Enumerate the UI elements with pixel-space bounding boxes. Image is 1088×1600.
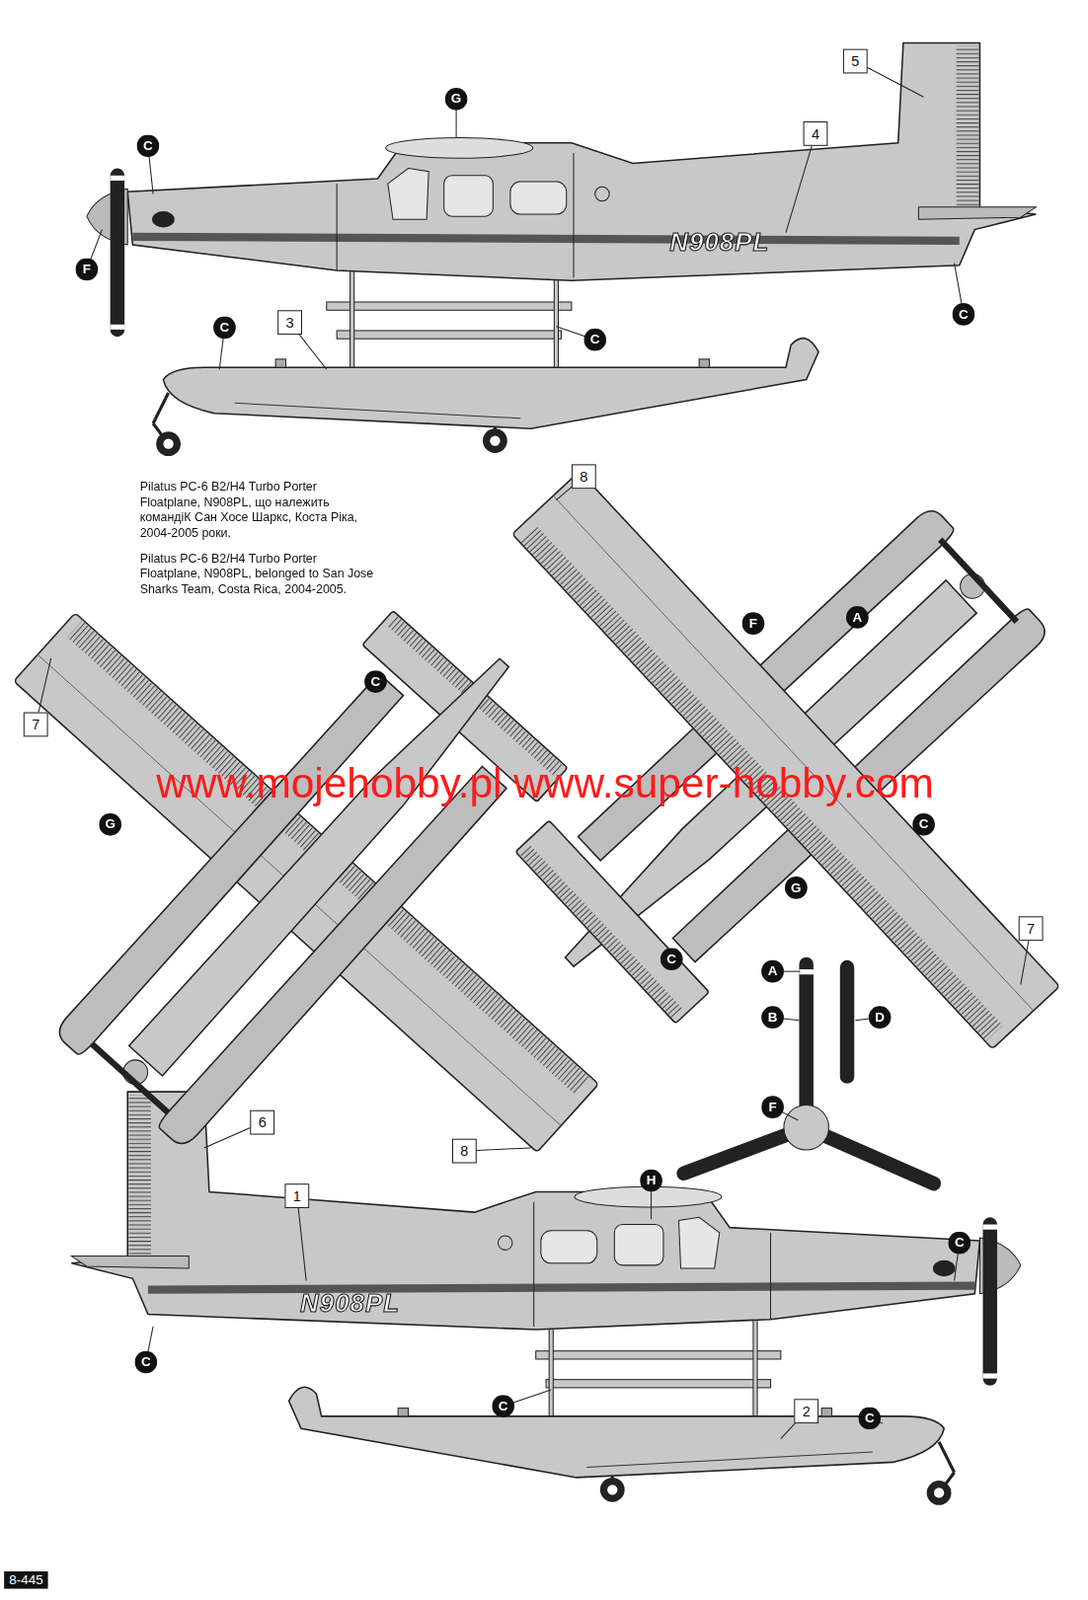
registration-text: N908PL bbox=[300, 1288, 400, 1319]
callout-number: 7 bbox=[23, 712, 49, 738]
part-letter: C bbox=[364, 670, 388, 694]
part-letter: A bbox=[846, 606, 869, 629]
caption-text: Pilatus PC-6 B2/H4 Turbo Porter Floatpla… bbox=[140, 550, 381, 598]
part-letter: C bbox=[213, 315, 236, 339]
callout-number: 5 bbox=[843, 49, 868, 75]
callout-number: 8 bbox=[452, 1139, 477, 1165]
callout-number: 8 bbox=[571, 464, 597, 489]
callout-number: 7 bbox=[1018, 916, 1044, 941]
callout-number: 3 bbox=[277, 310, 303, 335]
part-letter: C bbox=[134, 1351, 157, 1375]
registration-text: N908PL bbox=[669, 227, 770, 257]
part-letter: F bbox=[75, 258, 98, 282]
part-letter: C bbox=[952, 303, 976, 326]
watermark: www.mojehobby.pl www.super-hobby.com bbox=[155, 760, 934, 809]
caption-text: Pilatus PC-6 B2/H4 Turbo Porter Floatpla… bbox=[140, 479, 381, 542]
page-number: 8-445 bbox=[3, 1571, 49, 1590]
callout-number: 2 bbox=[793, 1398, 819, 1424]
part-letter: D bbox=[868, 1006, 892, 1029]
part-letter: C bbox=[947, 1232, 971, 1255]
part-letter: G bbox=[445, 87, 468, 111]
part-letter: H bbox=[639, 1169, 663, 1193]
part-letter: C bbox=[912, 813, 935, 837]
part-letter: A bbox=[761, 960, 784, 984]
part-letter: C bbox=[137, 134, 160, 157]
callout-number: 1 bbox=[284, 1183, 310, 1209]
part-letter: C bbox=[583, 328, 607, 352]
part-letter: C bbox=[491, 1395, 515, 1418]
part-letter: F bbox=[742, 612, 766, 635]
callout-number: 4 bbox=[803, 121, 829, 147]
part-letter: C bbox=[857, 1407, 881, 1431]
part-letter: F bbox=[761, 1095, 784, 1119]
part-letter: G bbox=[784, 876, 808, 900]
part-letter: B bbox=[761, 1006, 784, 1029]
part-letter: G bbox=[98, 813, 122, 837]
part-letter: C bbox=[660, 947, 684, 971]
callout-number: 6 bbox=[249, 1110, 275, 1136]
